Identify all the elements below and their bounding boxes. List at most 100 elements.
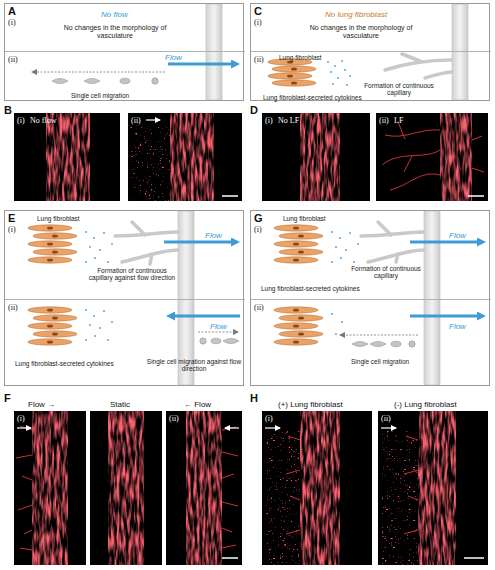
node-text: No flow [101,10,128,19]
node-text: (-) Lung fibroblast [394,400,457,409]
sprout-stain [24,530,32,534]
condition-band: (i)Lung fibroblastFlowFormation of conti… [5,211,245,299]
node-text: (ii) [131,116,141,125]
migrating-cell [200,338,206,344]
node-text: Flow → [28,400,55,409]
sprout-stain [404,156,412,172]
cytokine-dot [345,249,347,251]
cytokine-dot [353,261,355,263]
lung-fibroblast [28,241,72,247]
lung-fibroblast [274,257,318,263]
cytokine-dot [107,261,109,263]
sprout-stain [390,174,440,190]
sprout-stain [290,496,300,500]
lung-fibroblast [28,307,72,313]
microscopy-tile [90,411,162,565]
direction-arrow [225,427,239,428]
microscopy-tile [262,411,372,565]
capillary-branch [425,72,452,78]
direction-arrow [17,427,31,428]
blood-vessel [424,211,440,385]
node-text: Lung fibroblast [37,215,80,222]
panel-letter: D [250,104,258,117]
direction-arrow [146,119,160,120]
panel-letter: B [4,104,12,117]
node-text: (+) Lung fibroblast [278,400,343,409]
lung-fibroblast [28,257,72,263]
cytokine-dot [334,65,336,67]
cytokine-dot [332,83,334,85]
blood-vessel [452,4,468,100]
node-text: (i) [265,116,273,125]
node-text: Formation of continuous capillary [346,265,426,280]
microscopy-image: (+) Lung fibroblast(i) [262,411,372,565]
cytokine-dot [339,237,341,239]
lung-fibroblast [279,249,323,255]
scale-bar [464,557,484,559]
node-text: (ii) [254,303,264,312]
node-text: (ii) [8,303,18,312]
panel-letter: C [254,5,262,18]
panel-letter: F [4,392,11,405]
condition-band: (i)No flowNo changes in the morphology o… [5,4,245,51]
migrating-cell [120,78,130,84]
cytokine-dot [331,231,333,233]
microscopy-tile [128,113,242,201]
condition-band: (ii)FlowSingle cell migration [5,51,245,102]
flow-arrow [168,63,234,66]
node-text: No lung fibroblast [325,10,387,19]
panel-letter: G [254,212,263,225]
condition-band: (ii)FlowSingle cell migration [251,299,491,387]
migrated-cell-stain [382,430,418,565]
migrating-cell [409,341,415,347]
node-text: Lung fibroblast-secreted cytokines [15,360,114,367]
cytokine-dot [99,249,101,251]
node-text: (ii) [8,55,18,64]
capillary-branch [396,254,398,262]
cytokine-dot [93,315,95,317]
migrated-cell-stain [130,125,170,201]
condition-band: (ii)Lung fibroblastFormation of continuo… [251,51,491,102]
cytokine-dot [340,257,342,259]
vessel-stain [108,411,144,565]
cytokine-dot [349,232,351,234]
lung-fibroblast [28,59,323,345]
microscopy-image: ← Flow(ii) [166,411,242,565]
migration-arrow [340,335,418,336]
microscopy-tile [14,113,488,565]
microscopy-tile [378,411,488,565]
lung-fibroblast [28,323,72,329]
sprout-stain [408,496,418,500]
vessel-stain [32,411,68,565]
lung-fibroblast [274,307,318,313]
lung-fibroblast [33,249,77,255]
node-text: (i) [8,18,16,27]
lung-fibroblast [279,233,323,239]
direction-arrow [265,427,280,428]
cytokine-dot [331,313,333,315]
flow-arrow [410,315,480,318]
capillary-branch [368,250,424,262]
sprout-stain [472,136,482,140]
capillary-branch [402,54,420,61]
microscopy-tile [166,411,242,565]
sprout-stain [222,528,232,532]
sprout-stain [16,455,32,458]
lung-fibroblast [33,315,77,321]
node-text: No LF [278,116,299,125]
cytokine-dot [341,321,343,323]
migration-arrow [32,72,418,335]
microscopy-tile [376,113,488,201]
node-text: Single cell migration [351,358,409,365]
cytokine-dot [357,243,359,245]
blood-vessel [206,4,222,100]
vessel-stain [418,411,456,565]
cytokine-dot [349,75,351,77]
migrating-cell [84,78,100,83]
cytokine-dot [330,71,332,73]
cytokine-dot [331,261,333,263]
panel-letter: A [8,5,16,18]
migrating-cell [370,341,386,346]
node-text: Formation of continuous capillary [359,82,439,97]
flow-arrow [172,315,240,318]
